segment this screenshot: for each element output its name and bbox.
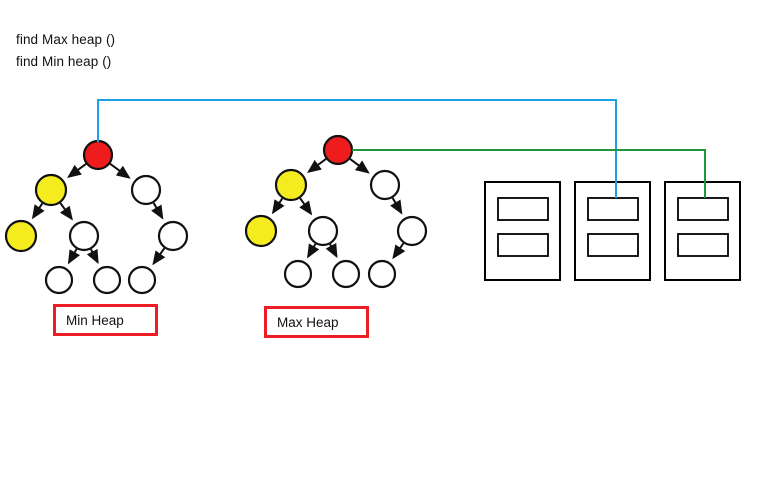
- min-heap-node-l3[interactable]: [68, 220, 100, 252]
- box-3-slot-2[interactable]: [677, 233, 729, 257]
- min-heap-edge-l3-l5: [86, 248, 99, 265]
- min-heap-edge-l1-l3: [59, 202, 73, 221]
- min-heap-node-l1[interactable]: [34, 173, 68, 207]
- box-1-slot-1[interactable]: [497, 197, 549, 221]
- connectors-layer: [97, 99, 706, 198]
- max-heap-node-r2[interactable]: [396, 215, 428, 247]
- max-heap-node-root[interactable]: [322, 134, 354, 166]
- box-1[interactable]: [484, 181, 561, 281]
- min-heap-node-r2[interactable]: [157, 220, 189, 252]
- tree-edges-layer: [31, 158, 406, 266]
- max-heap-edge-l3-l4: [307, 243, 320, 259]
- min-heap-edge-root-l1: [67, 163, 87, 179]
- max-heap-node-l2[interactable]: [244, 214, 278, 248]
- min-heap-node-root[interactable]: [82, 139, 114, 171]
- max-heap-edge-l1-l3: [299, 197, 313, 216]
- min-heap-node-l2[interactable]: [4, 219, 38, 253]
- connector-max-heap-to-box-3: [352, 149, 706, 198]
- max-heap-node-l1[interactable]: [274, 168, 308, 202]
- max-heap-node-l5[interactable]: [331, 259, 361, 289]
- code-line-find-min-heap: find Min heap (): [16, 54, 112, 69]
- max-heap-node-r1[interactable]: [369, 169, 401, 201]
- max-heap-edge-root-l1: [307, 158, 327, 174]
- box-2-slot-1[interactable]: [587, 197, 639, 221]
- min-heap-node-l4[interactable]: [44, 265, 74, 295]
- max-heap-edge-root-r1: [349, 158, 370, 174]
- code-line-find-max-heap: find Max heap (): [16, 32, 116, 47]
- max-heap-edge-r1-r2: [390, 197, 403, 215]
- max-heap-node-r3[interactable]: [367, 259, 397, 289]
- box-1-slot-2[interactable]: [497, 233, 549, 257]
- min-heap-node-r1[interactable]: [130, 174, 162, 206]
- min-heap-edge-r2-r3: [152, 247, 166, 266]
- max-heap-node-l3[interactable]: [307, 215, 339, 247]
- max-heap-edge-r2-r3: [392, 242, 406, 260]
- box-3[interactable]: [664, 181, 741, 281]
- max-heap-label: Max Heap: [264, 306, 369, 338]
- box-2-slot-2[interactable]: [587, 233, 639, 257]
- box-2[interactable]: [574, 181, 651, 281]
- min-heap-edge-l3-l4: [67, 248, 81, 265]
- max-heap-edge-l1-l2: [271, 197, 285, 215]
- max-heap-node-l4[interactable]: [283, 259, 313, 289]
- box-3-slot-1[interactable]: [677, 197, 729, 221]
- max-heap-edge-l3-l5: [325, 242, 338, 259]
- min-heap-edge-root-r1: [109, 163, 131, 179]
- array-boxes-layer: [484, 181, 741, 281]
- min-heap-edge-l1-l2: [31, 202, 45, 220]
- min-heap-label: Min Heap: [53, 304, 158, 336]
- tree-nodes-layer: [4, 134, 428, 295]
- min-heap-edge-r1-r2: [151, 202, 164, 220]
- min-heap-node-r3[interactable]: [127, 265, 157, 295]
- min-heap-node-l5[interactable]: [92, 265, 122, 295]
